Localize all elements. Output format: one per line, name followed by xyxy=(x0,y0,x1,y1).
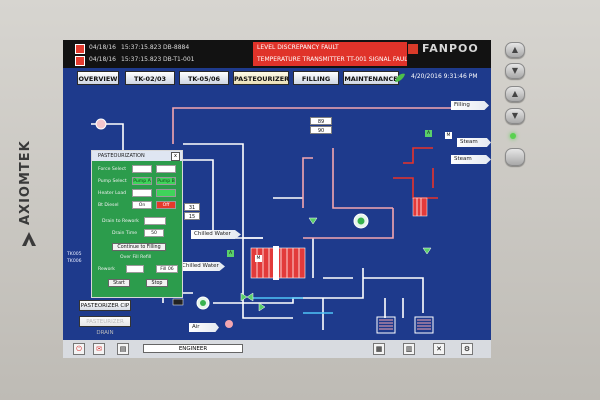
coil-tanks xyxy=(376,316,434,334)
temp-readout-1: 89 xyxy=(310,117,332,125)
pasteurization-popup: PASTEOURIZATION x Force Select Pump Sele… xyxy=(91,150,183,298)
valves xyxy=(240,217,432,312)
popup-title: PASTEOURIZATION xyxy=(92,151,182,161)
flow-readout-2: 15 xyxy=(184,212,200,220)
tab-overview[interactable]: OVERVIEW xyxy=(77,71,119,85)
tab-filling[interactable]: FILLING xyxy=(293,71,339,85)
trend-icon[interactable]: ▦ xyxy=(373,343,385,355)
hmi-screen: 04/18/16 15:37:15.823 DB-8884 LEVEL DISC… xyxy=(63,40,491,358)
drain-rework-input[interactable] xyxy=(144,217,166,225)
fill-target-select[interactable]: Fill 06 xyxy=(156,265,178,273)
diesel-off-button[interactable]: Off xyxy=(156,201,176,209)
alarm-ack-icon[interactable] xyxy=(75,56,85,66)
hw-up-button-1[interactable]: ▲ xyxy=(505,42,525,58)
company-logo: FANPOO xyxy=(408,42,488,56)
rework-input[interactable] xyxy=(126,265,144,273)
main-nav: OVERVIEW TK-02/03 TK-05/06 PASTEOURIZER … xyxy=(63,69,491,87)
exit-icon[interactable]: ⏻ xyxy=(73,343,85,355)
settings-icon[interactable]: ⚙ xyxy=(461,343,473,355)
alarm-row[interactable]: 04/18/16 15:37:15.823 DB-T1-001 TEMPERAT… xyxy=(63,54,407,66)
temp-readout-2: 90 xyxy=(310,126,332,134)
manual-marker[interactable]: M xyxy=(255,255,262,262)
heat-exchanger xyxy=(250,246,306,280)
pump-a-toggle[interactable]: Pump A xyxy=(132,177,152,185)
pump-b-toggle[interactable]: Pump B xyxy=(156,177,176,185)
clock: 4/20/2016 9:31:46 PM xyxy=(411,73,478,80)
tab-pasteurizer[interactable]: PASTEOURIZER xyxy=(233,71,289,85)
hw-down-button-2[interactable]: ▼ xyxy=(505,108,525,124)
logo-mark-icon xyxy=(408,44,418,54)
close-icon[interactable]: x xyxy=(171,152,180,161)
status-bar: ⏻ ✉ ▤ ENGINEER ▦ ▥ ✕ ⚙ xyxy=(63,340,491,358)
alarm-icon[interactable]: ✉ xyxy=(93,343,105,355)
print-icon[interactable]: ▤ xyxy=(117,343,129,355)
diesel-on-button[interactable]: On xyxy=(132,201,152,209)
continue-filling-button[interactable]: Continue to Filling xyxy=(112,243,166,251)
tab-tk-05-06[interactable]: TK-05/06 xyxy=(179,71,229,85)
power-led xyxy=(510,133,516,139)
flow-chilled-water: Chilled Water xyxy=(191,230,241,239)
steam-heater xyxy=(412,197,428,217)
hw-up-button-2[interactable]: ▲ xyxy=(505,86,525,102)
auto-marker[interactable]: A xyxy=(425,130,432,137)
pasteurizer-drain-button[interactable]: PASTEURIZER DRAIN xyxy=(79,316,131,336)
tank-label-tk006: TK006 xyxy=(67,259,82,264)
stop-button[interactable]: Stop xyxy=(146,279,168,287)
flow-steam-mid: Steam xyxy=(451,155,491,164)
process-diagram xyxy=(91,107,461,334)
bezel-brand: AXIOMTEK xyxy=(18,140,33,225)
user-indicator: ENGINEER xyxy=(143,344,243,353)
auto-marker[interactable]: A xyxy=(227,250,234,257)
pump-main xyxy=(353,213,369,229)
flow-air: Air xyxy=(189,323,219,332)
hw-down-button-1[interactable]: ▼ xyxy=(505,63,525,79)
white-pipes xyxy=(91,123,424,330)
manual-marker[interactable]: M xyxy=(445,132,452,139)
flow-readout-1: 31 xyxy=(184,203,200,211)
leaf-icon xyxy=(395,73,405,82)
force-select-a[interactable] xyxy=(132,165,152,173)
alarm-ack-icon[interactable] xyxy=(75,44,85,54)
blue-pipes xyxy=(253,297,333,314)
force-select-b[interactable] xyxy=(156,165,176,173)
heater-load-a[interactable] xyxy=(132,189,152,197)
tab-tk-02-03[interactable]: TK-02/03 xyxy=(125,71,175,85)
air-compressor-icon xyxy=(225,320,233,328)
pump-left xyxy=(95,118,107,130)
heater-load-b[interactable] xyxy=(156,189,176,197)
report-icon[interactable]: ▥ xyxy=(403,343,415,355)
flow-chilled-water-2: Chilled Water xyxy=(179,262,225,271)
alarm-banner: 04/18/16 15:37:15.823 DB-8884 LEVEL DISC… xyxy=(63,40,491,68)
zoom-icon[interactable]: ✕ xyxy=(433,343,445,355)
pasteurizer-cip-button[interactable]: PASTEORIZER CIP xyxy=(79,300,131,311)
brand-logo-icon xyxy=(22,232,36,246)
tab-maintenance[interactable]: MAINTENANCE xyxy=(343,71,399,85)
flow-filling: Filling xyxy=(451,101,489,110)
filter xyxy=(172,298,184,306)
alarm-row[interactable]: 04/18/16 15:37:15.823 DB-8884 LEVEL DISC… xyxy=(63,42,407,54)
pump-bottom xyxy=(196,296,210,310)
red-pipes xyxy=(393,147,438,199)
start-button[interactable]: Start xyxy=(108,279,130,287)
flow-steam-top: Steam xyxy=(457,138,491,147)
hw-power-button[interactable] xyxy=(505,148,525,166)
tank-label-tk005: TK005 xyxy=(67,252,82,257)
drain-time-input[interactable]: 50 xyxy=(144,229,164,237)
